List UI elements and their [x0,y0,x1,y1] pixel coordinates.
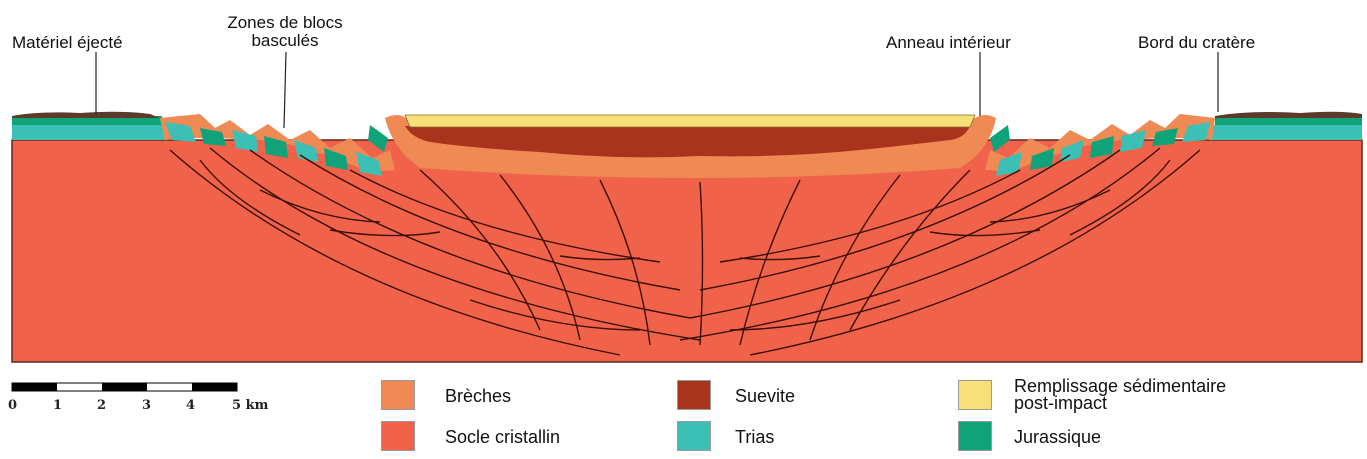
legend-swatch-breccia [381,380,415,410]
legend-swatch-jurassic [958,421,992,451]
scale-tick-4: 4 [186,398,195,413]
legend-label-triassic: Trias [735,428,774,446]
inner-ring-label: Anneau intérieur [886,34,1011,52]
scale-tick-0: 0 [8,398,17,413]
left-triassic-layer [12,125,167,140]
right-triassic-layer [1210,125,1362,140]
scale-tick-3: 3 [142,398,151,413]
legend-swatch-suevite [677,380,711,410]
legend-swatch-triassic [677,421,711,451]
legend-swatch-basement [381,421,415,451]
legend-label-suevite: Suevite [735,387,795,405]
right-ejecta-layer [1215,112,1362,118]
scale-tick-1: 1 [53,398,62,413]
tilted-blocks-label-line1: Zones de blocs [200,14,370,32]
scale-tick-2: 2 [97,398,106,413]
left-ejecta-layer [12,112,160,118]
sedimentary-fill-layer [405,115,975,127]
legend-label-breccia: Brèches [445,387,511,405]
ejecta-label: Matériel éjecté [12,34,123,52]
scale-tick-5km: 5 km [232,398,268,413]
crater-rim-label: Bord du cratère [1138,34,1255,52]
legend-swatch-fill [958,380,992,410]
legend-label-jurassic: Jurassique [1014,428,1101,446]
legend-label-basement: Socle cristallin [445,428,560,446]
tilted-blocks-label: Zones de blocs basculés [200,14,370,50]
legend-label-fill-line2: post-impact [1014,394,1107,412]
tilted-blocks-label-line2: basculés [200,32,370,50]
scale-bar [12,383,237,391]
